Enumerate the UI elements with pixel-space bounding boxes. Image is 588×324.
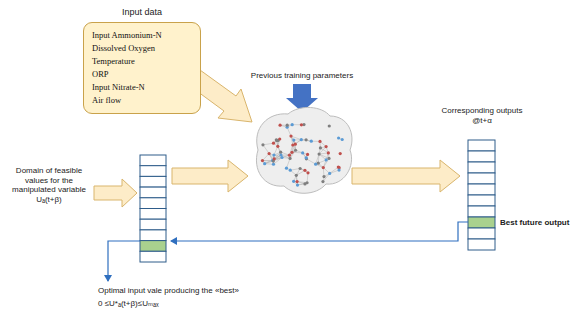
box-heading: Input data	[122, 7, 162, 18]
optimal-line	[108, 241, 140, 281]
block-arrow	[172, 160, 248, 192]
best-output-label: Best future output	[500, 218, 586, 228]
input-variable: Air flow	[92, 94, 192, 107]
training-label: Previous training parameters	[232, 71, 372, 81]
input-variable: Input Ammonium-N	[92, 29, 192, 42]
optimal-range: 0 ≤U*ₐ(t+β)≤Uₘₐₓ	[98, 299, 248, 309]
input-box: Input Ammonium-NDissolved OxygenTemperat…	[83, 22, 201, 114]
block-arrow	[352, 160, 460, 192]
output-label: Corresponding outputs @t+α	[440, 106, 524, 125]
block-arrow	[94, 179, 137, 207]
output-column	[468, 140, 495, 250]
input-domain-column	[140, 155, 166, 262]
domain-label: Domain of feasible values for the manipu…	[6, 166, 92, 204]
input-variable: ORP	[92, 68, 192, 81]
optimal-label: Optimal input vale producing the «best»	[98, 286, 248, 296]
input-variable: Input Nitrate-N	[92, 81, 192, 94]
brain-network	[256, 107, 352, 193]
feedback-line	[171, 222, 468, 241]
input-variable: Temperature	[92, 55, 192, 68]
input-variable: Dissolved Oxygen	[92, 42, 192, 55]
